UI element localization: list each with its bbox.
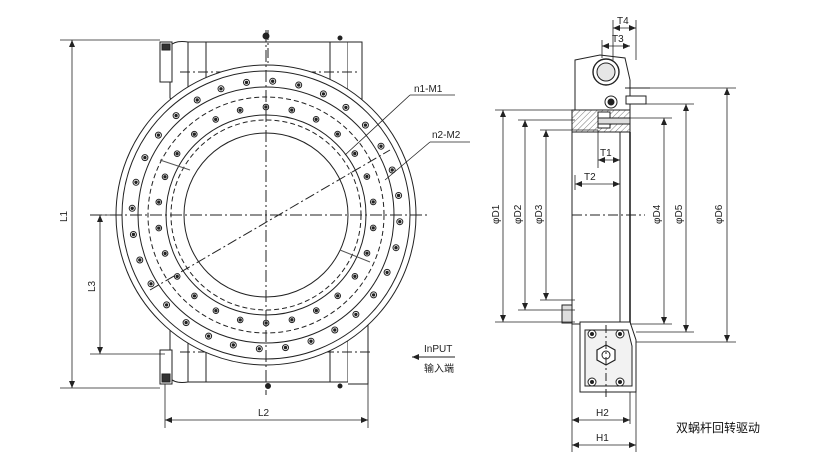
side-view — [561, 54, 650, 400]
label-l1: L1 — [59, 210, 70, 222]
outer-bolt-hole-center — [394, 246, 398, 250]
outer-bolt-hole-center — [131, 232, 136, 237]
outer-bolt-hole-center — [354, 312, 358, 317]
label-d5: φD5 — [674, 204, 685, 224]
label-n1-m1: n1-M1 — [414, 84, 443, 95]
outer-bolt-hole-center — [143, 155, 147, 160]
outer-bolt-hole-center — [206, 334, 211, 338]
label-n2-m2: n2-M2 — [432, 130, 461, 141]
inner-bolt-hole-center — [371, 226, 375, 230]
label-l2: L2 — [258, 408, 270, 419]
outer-bolt-hole-center — [174, 113, 178, 118]
outer-bolt-hole-center — [195, 98, 199, 102]
dimension-l1 — [60, 39, 160, 389]
label-h1: H1 — [596, 433, 609, 444]
label-d3: φD3 — [534, 204, 545, 224]
outer-bolt-hole-center — [390, 168, 394, 172]
outer-bolt-hole-center — [138, 258, 142, 262]
label-l3: L3 — [87, 280, 98, 292]
dimension-l2 — [164, 384, 369, 428]
outer-bolt-holes — [128, 77, 404, 353]
label-d6: φD6 — [714, 204, 725, 224]
label-d1: φD1 — [491, 204, 502, 224]
inner-bolt-hole-center — [365, 251, 369, 255]
front-view — [90, 30, 430, 395]
inner-bolt-holes — [155, 103, 377, 327]
inner-bolt-hole-center — [264, 321, 268, 325]
diameter-dimensions-left — [495, 109, 598, 323]
outer-bolt-hole-center — [396, 193, 401, 198]
height-dimensions — [571, 324, 637, 452]
label-d2: φD2 — [513, 204, 524, 224]
inner-bolt-hole-center — [192, 294, 197, 298]
inner-bolt-hole-center — [175, 152, 179, 156]
inner-bolt-hole-center — [290, 318, 294, 322]
outer-bolt-hole-center — [333, 328, 337, 332]
inner-bolt-hole-center — [175, 274, 179, 279]
label-t1: T1 — [600, 148, 612, 159]
inner-bolt-hole-center — [335, 132, 340, 136]
outer-bolt-hole-center — [164, 303, 169, 307]
inner-bolt-hole-center — [353, 151, 357, 156]
thickness-dimensions — [574, 20, 637, 190]
inner-bolt-hole-center — [157, 200, 161, 204]
outer-bolt-hole-center — [184, 320, 188, 325]
outer-bolt-hole-center — [130, 206, 134, 211]
inner-bolt-hole-center — [365, 174, 369, 179]
outer-bolt-hole-center — [283, 345, 288, 350]
diameter-dimensions-right — [630, 87, 736, 343]
outer-bolt-hole-center — [257, 347, 261, 351]
inner-bolt-hole-center — [290, 108, 294, 112]
label-t4: T4 — [617, 16, 629, 27]
outer-bolt-hole-center — [321, 92, 326, 96]
inner-bolt-hole-center — [264, 105, 268, 109]
outer-bolt-hole-center — [271, 79, 275, 83]
outer-bolt-hole-center — [344, 105, 348, 110]
outer-bolt-hole-center — [385, 270, 389, 275]
label-input-en: InPUT — [424, 344, 452, 355]
inner-bolt-hole-center — [157, 226, 161, 230]
outer-bolt-hole-center — [219, 87, 223, 91]
inner-bolt-hole-center — [163, 175, 167, 179]
inner-bolt-hole-center — [214, 117, 218, 122]
outer-bolt-hole-center — [309, 339, 313, 343]
label-input-cn: 输入端 — [424, 362, 454, 375]
inner-bolt-hole-center — [192, 132, 197, 136]
outer-bolt-hole-center — [156, 133, 161, 137]
outer-bolt-hole-center — [231, 343, 236, 347]
inner-bolt-hole-center — [163, 251, 167, 256]
label-h2: H2 — [596, 408, 609, 419]
inner-bolt-hole-center — [314, 117, 318, 122]
inner-bolt-hole-center — [314, 308, 318, 313]
outer-bolt-hole-center — [149, 282, 153, 286]
outer-bolt-hole-center — [134, 180, 138, 185]
outer-bolt-hole-center — [363, 123, 368, 127]
inner-bolt-hole-center — [353, 274, 357, 278]
inner-bolt-hole-center — [336, 294, 340, 298]
label-t3: T3 — [612, 34, 624, 45]
inner-bolt-hole-center — [238, 318, 242, 322]
label-d4: φD4 — [652, 204, 663, 224]
outer-bolt-hole-center — [297, 83, 301, 87]
outer-bolt-hole-center — [379, 144, 383, 148]
drawing-caption: 双蜗杆回转驱动 — [676, 420, 760, 435]
dimension-l3 — [90, 214, 165, 355]
inner-bolt-hole-center — [214, 309, 218, 313]
outer-bolt-hole-center — [371, 293, 376, 297]
outer-bolt-hole-center — [398, 220, 402, 224]
outer-bolt-hole-center — [244, 80, 249, 85]
inner-bolt-hole-center — [371, 200, 375, 204]
front-view-annotations — [344, 94, 470, 181]
inner-bolt-hole-center — [238, 108, 242, 112]
label-t2: T2 — [584, 172, 596, 183]
